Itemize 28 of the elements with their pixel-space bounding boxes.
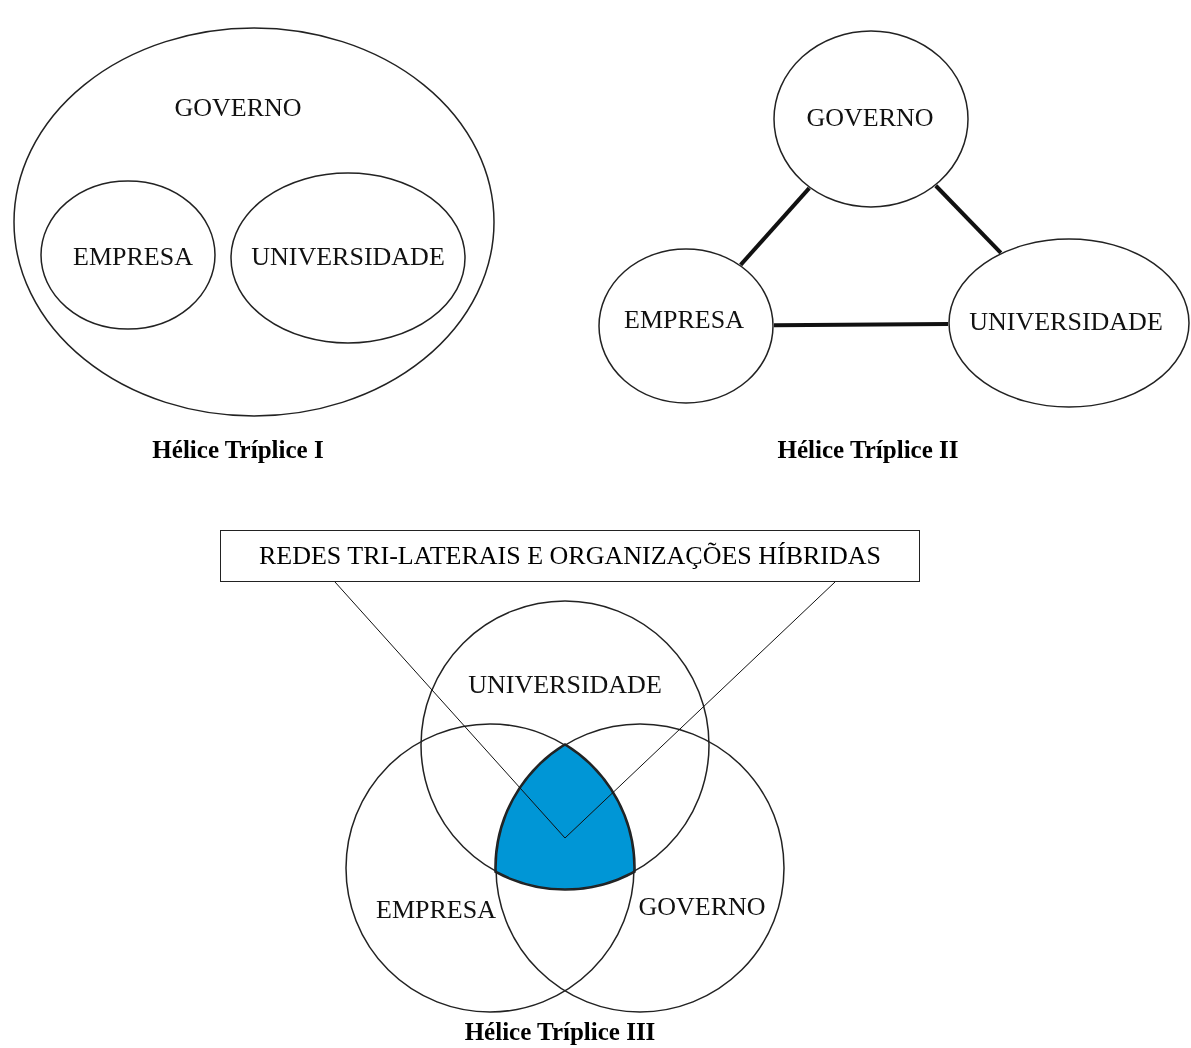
panel-caption: Hélice Tríplice II	[777, 436, 959, 464]
node-label: GOVERNO	[638, 892, 766, 922]
connector-line	[739, 186, 811, 267]
node-label: GOVERNO	[806, 103, 934, 133]
oval-shape	[948, 238, 1190, 408]
oval-shape	[40, 180, 216, 330]
node-label: EMPRESA	[73, 242, 193, 272]
node-label: EMPRESA	[376, 895, 496, 925]
panel-caption: Hélice Tríplice I	[152, 436, 324, 464]
node-label: EMPRESA	[624, 305, 744, 335]
leader-line	[334, 581, 566, 839]
oval-shape	[420, 600, 710, 890]
callout-box: REDES TRI-LATERAIS E ORGANIZAÇÕES HÍBRIDAS	[220, 530, 920, 582]
oval-shape	[495, 723, 785, 1013]
connector-line	[934, 184, 1003, 255]
node-label: GOVERNO	[174, 93, 302, 123]
oval-shape	[230, 172, 466, 344]
node-label: UNIVERSIDADE	[251, 242, 445, 272]
leader-line	[564, 581, 836, 839]
oval-shape	[773, 30, 969, 208]
panel-caption: Hélice Tríplice III	[464, 1018, 656, 1046]
oval-shape	[13, 27, 495, 417]
node-label: UNIVERSIDADE	[468, 670, 662, 700]
intersection-region	[495, 744, 635, 890]
oval-shape	[345, 723, 635, 1013]
oval-shape	[598, 248, 774, 404]
node-label: UNIVERSIDADE	[969, 307, 1163, 337]
connector-line	[774, 321, 949, 328]
